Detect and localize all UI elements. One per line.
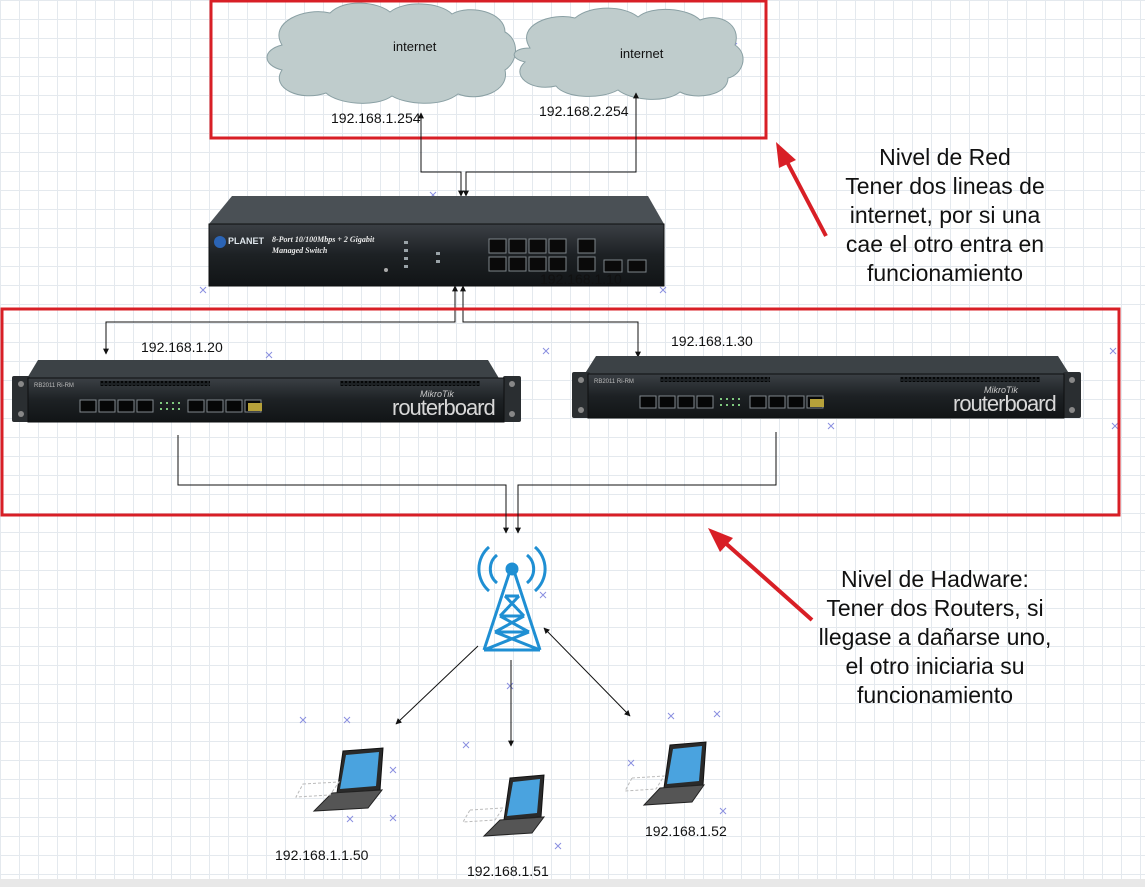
hardware-note-line-1: Nivel de Hadware: [841, 566, 1029, 592]
router-2-brand: routerboard [953, 391, 1057, 416]
hardware-note-line-4: el otro iniciaria su [845, 653, 1025, 679]
router-1-brand: routerboard [392, 395, 496, 420]
router-1-vendor: MikroTik [420, 389, 454, 399]
network-note-line-1: Nivel de Red [879, 144, 1011, 170]
hardware-note-line-5: funcionamiento [857, 682, 1013, 708]
internet-cloud-1 [266, 2, 516, 104]
router-1-model: RB2011 Ri-RM [34, 383, 74, 389]
router-1 [12, 360, 521, 423]
managed-switch [208, 196, 665, 287]
internet-to-switch-wires [418, 92, 639, 197]
network-level-note: Nivel de Red Tener dos lineas de interne… [815, 143, 1075, 288]
switch-to-routers-wires [103, 285, 641, 358]
router-2-vendor: MikroTik [984, 385, 1018, 395]
switch-ports [488, 238, 647, 273]
hardware-note-line-3: llegase a dañarse uno, [818, 624, 1052, 650]
laptop-1 [295, 747, 384, 812]
router-2-model: RB2011 Ri-RM [594, 379, 634, 385]
router-1-ip: 192.168.1.20 [141, 339, 223, 355]
hardware-level-box [0, 307, 1121, 517]
laptop-2-ip: 192.168.1.51 [467, 863, 549, 879]
internet-ip-1: 192.168.1.254 [331, 110, 421, 126]
switch-model-line2: Managed Switch [272, 246, 328, 255]
laptop-3 [624, 741, 707, 806]
switch-brand: PLANET [228, 236, 264, 246]
hardware-level-note: Nivel de Hadware: Tener dos Routers, si … [790, 565, 1080, 710]
switch-ip: 192.168.1.10 [540, 271, 622, 287]
router-2 [572, 356, 1081, 419]
cloud-label-1: internet [393, 39, 437, 54]
switch-model-line1: 8-Port 10/100Mbps + 2 Gigabit [272, 235, 375, 244]
network-note-line-5: funcionamiento [867, 260, 1023, 286]
router-2-ip: 192.168.1.30 [671, 333, 753, 349]
wifi-tower [477, 545, 547, 652]
laptop-3-ip: 192.168.1.52 [645, 823, 727, 839]
laptop-2 [462, 774, 546, 837]
hardware-note-line-2: Tener dos Routers, si [826, 595, 1044, 621]
grid-marks [199, 10, 1119, 850]
network-note-line-2: Tener dos lineas de [845, 173, 1045, 199]
cloud-label-2: internet [620, 46, 664, 61]
bottom-strip [0, 879, 1145, 887]
network-note-line-3: internet, por si una [849, 202, 1041, 228]
routers-to-tower-wires [177, 432, 777, 534]
network-note-line-4: cae el otro entra en [845, 231, 1045, 257]
laptop-1-ip: 192.168.1.1.50 [275, 847, 369, 863]
internet-cloud-2 [513, 7, 744, 100]
tower-to-laptops-wires [395, 627, 631, 747]
internet-ip-2: 192.168.2.254 [539, 103, 629, 119]
red-pointer-arrows [708, 142, 828, 622]
